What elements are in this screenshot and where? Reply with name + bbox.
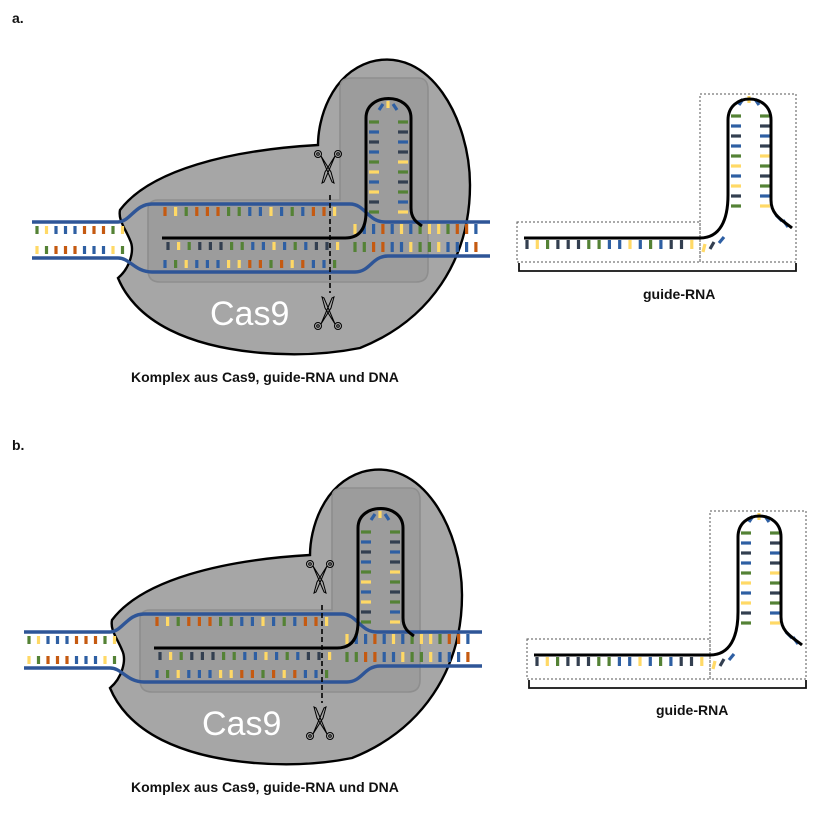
dna-top-strand bbox=[24, 612, 482, 634]
complex-caption: Komplex aus Cas9, guide-RNA und DNA bbox=[131, 369, 399, 385]
cas9-diagram: Cas9 bbox=[32, 58, 797, 356]
scissors-blade bbox=[312, 706, 327, 735]
scissors-handle bbox=[316, 324, 320, 328]
panel-label: a. bbox=[12, 10, 24, 26]
scissors-handle bbox=[314, 150, 322, 158]
scaffold-region-box bbox=[699, 93, 797, 263]
guide-rna-bracket bbox=[528, 680, 807, 689]
base-pair bbox=[369, 513, 377, 521]
scissors-blade bbox=[312, 565, 327, 594]
scissors-handle bbox=[308, 562, 312, 566]
binding-channel bbox=[147, 77, 429, 283]
dna-top-strand bbox=[32, 202, 490, 224]
scissors-blade bbox=[313, 706, 328, 735]
scissors-icon bbox=[306, 560, 334, 594]
scissors-icon bbox=[314, 296, 342, 330]
scissors-blade bbox=[321, 296, 336, 325]
base-pair bbox=[718, 658, 726, 667]
scissors-handle bbox=[326, 560, 334, 568]
scissors-blade bbox=[320, 155, 335, 184]
spacer-region-box bbox=[516, 221, 701, 263]
base-pair bbox=[727, 652, 736, 662]
guide-rna-strand bbox=[154, 507, 415, 650]
cas9-label: Cas9 bbox=[202, 705, 281, 743]
free-guide-rna-strand bbox=[534, 514, 803, 657]
complex-group: Cas9 bbox=[24, 468, 482, 766]
complex-group: Cas9 bbox=[32, 58, 490, 356]
scissors-blade bbox=[313, 565, 328, 594]
guide-rna-bracket bbox=[518, 263, 797, 272]
scissors-handle bbox=[334, 150, 342, 158]
scissors-handle bbox=[308, 734, 312, 738]
base-pair bbox=[701, 243, 707, 253]
panel-label: b. bbox=[12, 437, 25, 453]
guide-rna-label: guide-RNA bbox=[643, 286, 716, 302]
dna-bottom-strand bbox=[32, 254, 490, 274]
scissors-handle bbox=[314, 322, 322, 330]
guide-rna-diagram bbox=[516, 93, 797, 272]
scissors-blade bbox=[320, 296, 335, 325]
scissors-handle bbox=[336, 324, 340, 328]
scissors-handle bbox=[316, 152, 320, 156]
guide-rna-label: guide-RNA bbox=[656, 702, 729, 718]
free-guide-rna-strand bbox=[524, 97, 793, 240]
base-pair bbox=[377, 103, 385, 111]
scissors-icon bbox=[314, 150, 342, 184]
scissors-handle bbox=[306, 732, 314, 740]
scaffold-region-box bbox=[709, 510, 807, 680]
guide-rna-strand bbox=[162, 97, 423, 240]
panel-b: b. Cas9 Komplex aus Cas9, guide-RNA und … bbox=[0, 412, 838, 824]
base-pair bbox=[717, 235, 726, 245]
scissors-handle bbox=[306, 560, 314, 568]
base-pair bbox=[391, 103, 399, 111]
scissors-handle bbox=[334, 322, 342, 330]
cas9-label: Cas9 bbox=[210, 295, 289, 333]
panel-a: a. Cas9 Komplex aus Cas9, guide-RNA und … bbox=[0, 0, 838, 410]
scissors-handle bbox=[328, 734, 332, 738]
scissors-handle bbox=[336, 152, 340, 156]
base-pair bbox=[708, 241, 716, 250]
dna-bottom-strand bbox=[24, 664, 482, 684]
scissors-blade bbox=[321, 155, 336, 184]
base-pair bbox=[711, 660, 717, 670]
spacer-region-box bbox=[526, 638, 711, 680]
base-pair bbox=[383, 513, 391, 521]
cas9-diagram: Cas9 bbox=[24, 468, 807, 766]
complex-caption: Komplex aus Cas9, guide-RNA und DNA bbox=[131, 779, 399, 795]
binding-channel bbox=[139, 487, 421, 693]
scissors-icon bbox=[306, 706, 334, 740]
scissors-handle bbox=[326, 732, 334, 740]
scissors-handle bbox=[328, 562, 332, 566]
guide-rna-diagram bbox=[526, 510, 807, 689]
